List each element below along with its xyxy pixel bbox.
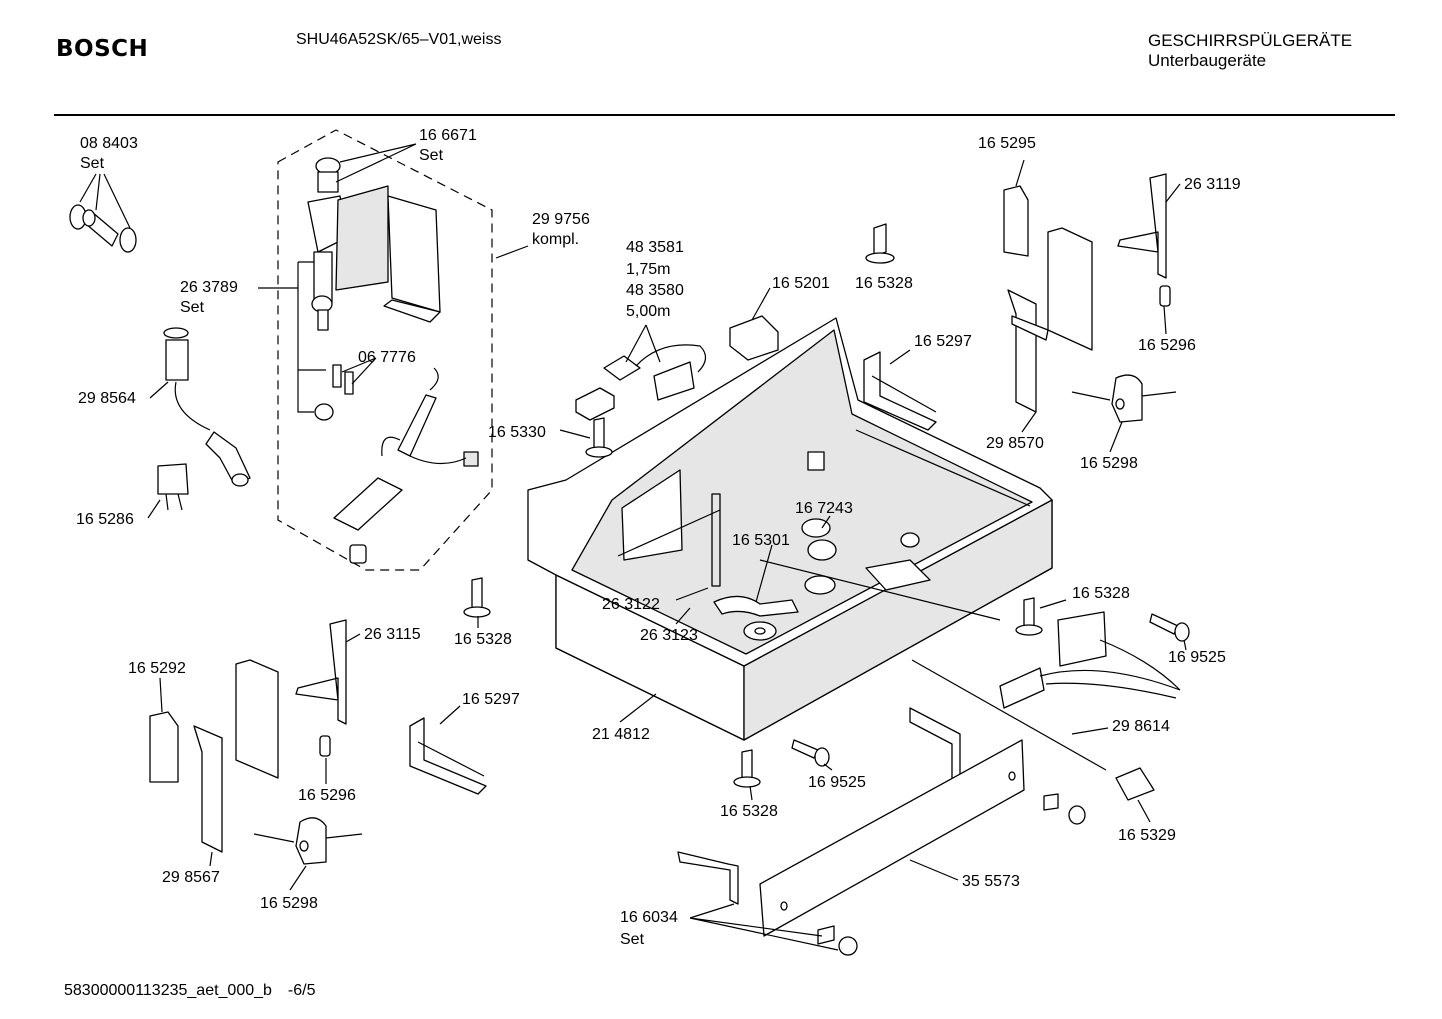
- callout-labels: 08 8403 Set 16 6671 Set 29 9756 kompl. 2…: [76, 127, 1241, 948]
- aquastop-sensor-part[interactable]: [333, 477, 403, 564]
- label-165328-bot: 16 5328: [720, 803, 778, 820]
- hose-spiral-part[interactable]: [314, 367, 479, 467]
- label-169525-bot: 16 9525: [808, 774, 866, 791]
- label-355573: 35 5573: [962, 873, 1020, 890]
- hose-holder-part[interactable]: [157, 463, 189, 511]
- door-sensor-right-part[interactable]: [1071, 374, 1177, 423]
- label-165296-right: 16 5296: [1138, 337, 1196, 354]
- label-263789-set: Set: [180, 299, 205, 316]
- screw-top-part[interactable]: [865, 223, 895, 264]
- label-165295: 16 5295: [978, 135, 1036, 152]
- cable-harness-part[interactable]: [603, 344, 707, 401]
- wire-harness-part[interactable]: [999, 611, 1181, 709]
- label-165301: 16 5301: [732, 532, 790, 549]
- label-165286: 16 5286: [76, 511, 134, 528]
- label-165328-top: 16 5328: [855, 275, 913, 292]
- screw-bot-part[interactable]: [733, 749, 761, 788]
- screw-left-part[interactable]: [585, 417, 613, 458]
- bracket-298567-part[interactable]: [193, 659, 279, 853]
- label-169525-right: 16 9525: [1168, 649, 1226, 666]
- leader-lines: [79, 143, 1187, 951]
- screw-mid-part[interactable]: [463, 577, 491, 618]
- label-166034-set: Set: [620, 931, 645, 948]
- label-214812: 21 4812: [592, 726, 650, 743]
- label-263123: 26 3123: [640, 627, 698, 644]
- plinth-bracket-bot-part[interactable]: [677, 851, 739, 905]
- bracket-263115-part[interactable]: [295, 619, 347, 725]
- label-165329: 16 5329: [1118, 827, 1176, 844]
- screw-cap-set-part[interactable]: [817, 793, 1086, 956]
- header-divider: [54, 114, 1395, 116]
- rod-298614-part[interactable]: [911, 659, 1107, 771]
- label-067776: 06 7776: [358, 349, 416, 366]
- drain-hose-part[interactable]: [163, 327, 251, 487]
- footer: 58300000113235_aet_000_b -6/5: [64, 982, 316, 1000]
- heater-top-part[interactable]: [863, 351, 937, 431]
- inlet-valve-part[interactable]: [307, 157, 441, 331]
- label-298614: 29 8614: [1112, 718, 1170, 735]
- label-299756-kompl: kompl.: [532, 231, 579, 248]
- door-sensor-left-part[interactable]: [253, 817, 363, 865]
- label-165296-left: 16 5296: [298, 787, 356, 804]
- label-483580-len: 5,00m: [626, 303, 670, 320]
- foot-165329-part[interactable]: [1115, 767, 1155, 801]
- label-483581-len: 1,75m: [626, 261, 670, 278]
- label-165297-top: 16 5297: [914, 333, 972, 350]
- label-483580: 48 3580: [626, 282, 684, 299]
- label-165330: 16 5330: [488, 424, 546, 441]
- bolt-169525-right-part[interactable]: [1149, 613, 1190, 642]
- clip-165296-left-part[interactable]: [319, 735, 331, 757]
- label-165328-right: 16 5328: [1072, 585, 1130, 602]
- plinth-panel-part[interactable]: [759, 739, 1025, 937]
- screw-right-part[interactable]: [1015, 597, 1043, 636]
- label-263115: 26 3115: [364, 626, 421, 643]
- document-id: 58300000113235_aet_000_b: [64, 982, 272, 999]
- category-title: GESCHIRRSPÜLGERÄTE: [1148, 31, 1353, 50]
- bracket-165295-part[interactable]: [1003, 185, 1029, 257]
- label-298570: 29 8570: [986, 435, 1044, 452]
- bracket-263119-part[interactable]: [1117, 173, 1167, 279]
- bracket-165292-part[interactable]: [149, 711, 179, 783]
- model-number: SHU46A52SK/65–V01,weiss: [296, 31, 502, 48]
- label-088403: 08 8403: [80, 135, 138, 152]
- label-166671: 16 6671: [419, 127, 477, 144]
- label-298567: 29 8567: [162, 869, 220, 886]
- label-165201: 16 5201: [772, 275, 830, 292]
- assembly-group-outline: [277, 129, 493, 571]
- label-299756: 29 9756: [532, 211, 590, 228]
- label-483581: 48 3581: [626, 239, 684, 256]
- label-166671-set: Set: [419, 147, 444, 164]
- label-165328-mid: 16 5328: [454, 631, 512, 648]
- label-263122: 26 3122: [602, 596, 660, 613]
- label-165297-bot: 16 5297: [462, 691, 520, 708]
- page-number: -6/5: [287, 982, 316, 999]
- label-167243: 16 7243: [795, 500, 853, 517]
- hose-clamp-set-part[interactable]: [69, 204, 137, 253]
- label-165292: 16 5292: [128, 660, 186, 677]
- plinth-bracket-top-part[interactable]: [909, 707, 961, 789]
- switch-16-5330-part[interactable]: [575, 387, 615, 421]
- heater-bot-part[interactable]: [409, 717, 487, 795]
- label-165298-left: 16 5298: [260, 895, 318, 912]
- label-166034: 16 6034: [620, 909, 678, 926]
- label-088403-set: Set: [80, 155, 105, 172]
- label-298564: 29 8564: [78, 390, 136, 407]
- subcategory-title: Unterbaugeräte: [1148, 51, 1267, 70]
- float-switch-part[interactable]: [713, 595, 799, 617]
- seal-ring-part[interactable]: [801, 518, 837, 561]
- brand-logo: BOSCH: [56, 36, 149, 62]
- connector-box-part[interactable]: [729, 315, 779, 361]
- bolt-169525-bot-part[interactable]: [791, 739, 830, 767]
- label-263119: 26 3119: [1184, 176, 1241, 193]
- label-263789: 26 3789: [180, 279, 238, 296]
- base-tub-part[interactable]: [527, 317, 1053, 741]
- bracket-298570-part[interactable]: [1007, 227, 1093, 413]
- clip-165296-right-part[interactable]: [1159, 285, 1171, 307]
- label-165298-right: 16 5298: [1080, 455, 1138, 472]
